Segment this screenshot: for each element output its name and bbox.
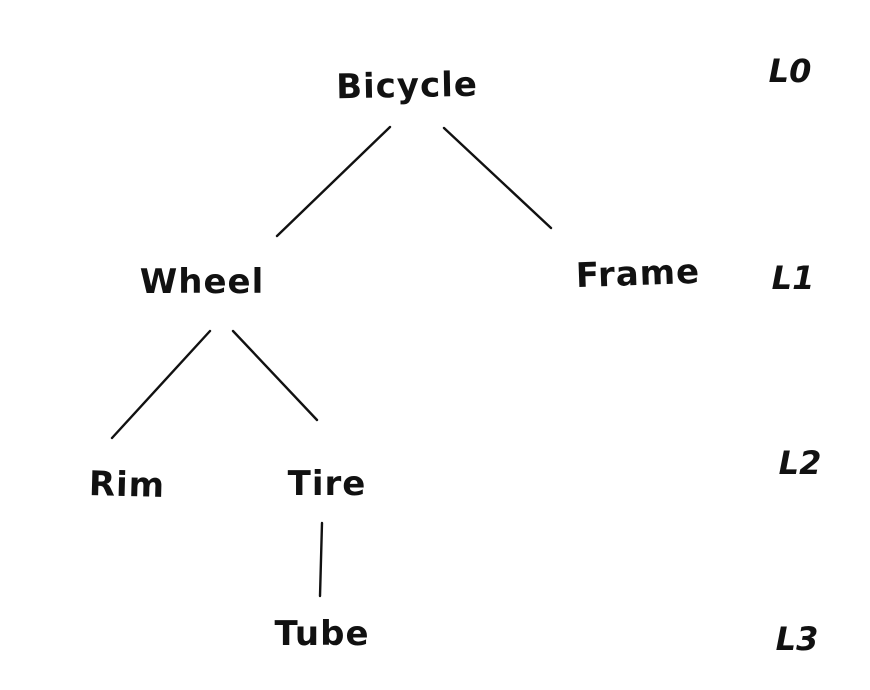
node-wheel: Wheel bbox=[139, 262, 265, 302]
node-tube: Tube bbox=[274, 614, 370, 654]
node-bicycle: Bicycle bbox=[335, 64, 479, 108]
node-tire: Tire bbox=[287, 464, 367, 504]
level-label-l1: L1 bbox=[771, 259, 815, 297]
level-label-l3: L3 bbox=[775, 620, 819, 658]
level-label-l2: L2 bbox=[778, 444, 822, 482]
node-frame: Frame bbox=[575, 251, 701, 297]
edge-tire-tube bbox=[318, 521, 324, 598]
edge-wheel-tire bbox=[231, 329, 319, 422]
node-rim: Rim bbox=[88, 464, 166, 506]
edge-bicycle-wheel bbox=[275, 125, 392, 238]
level-label-l0: L0 bbox=[768, 52, 812, 90]
edge-wheel-rim bbox=[110, 329, 212, 440]
edge-bicycle-frame bbox=[442, 126, 553, 230]
